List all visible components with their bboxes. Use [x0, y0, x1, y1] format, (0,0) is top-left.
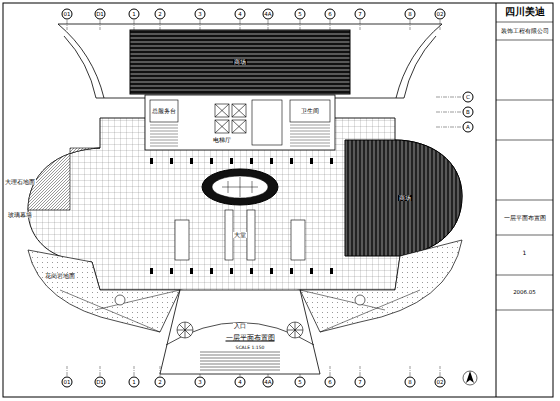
- title-block-text: 1: [523, 250, 527, 257]
- grid-axis-bubble: 8: [405, 9, 416, 20]
- grid-axis-bubble: 7: [355, 9, 366, 20]
- grid-axis-bubble: C: [463, 92, 474, 103]
- title-block-text: 装饰工程有限公司: [501, 28, 549, 34]
- grid-axis-bubble: 01: [62, 9, 73, 20]
- title-block-text: 四川美迪: [505, 7, 545, 18]
- grid-axis-bubble: 4: [235, 9, 246, 20]
- drawing-title: 一层平面布置图: [225, 334, 276, 343]
- grid-axis-bubble: 02: [435, 377, 446, 388]
- title-block-cell: 1: [498, 245, 551, 261]
- room-label: 花岗岩地面: [44, 273, 76, 279]
- grid-axis-bubble: 6: [325, 9, 336, 20]
- room-label: 玻璃幕墙: [7, 212, 33, 218]
- grid-axis-bubble: D1: [95, 377, 106, 388]
- grid-axis-bubble: 4A: [263, 377, 274, 388]
- grid-axis-bubble: 3: [195, 9, 206, 20]
- title-block-cell: 一层平面布置图: [498, 210, 551, 226]
- title-block-cell: 四川美迪: [498, 5, 551, 20]
- grid-axis-bubble: 5: [295, 377, 306, 388]
- grid-axis-bubble: A: [463, 122, 474, 133]
- grid-axis-bubble: 3: [195, 377, 206, 388]
- scale-note: SCALE 1:150: [235, 345, 266, 350]
- grid-axis-bubble: 1: [129, 9, 140, 20]
- title-block-cell: 装饰工程有限公司: [498, 24, 551, 38]
- room-label: 入口: [233, 323, 247, 329]
- room-label: 商场: [233, 59, 247, 65]
- grid-axis-bubble: 1: [129, 377, 140, 388]
- grid-axis-bubble: 2: [155, 9, 166, 20]
- grid-axis-bubble: 4A: [263, 9, 274, 20]
- title-block-cell: 2006.05: [498, 284, 551, 300]
- room-label: 商场: [398, 195, 412, 201]
- grid-axis-bubble: 02: [435, 9, 446, 20]
- title-block-text: 2006.05: [513, 289, 536, 295]
- title-block-text: 一层平面布置图: [504, 215, 546, 222]
- room-label: 电梯厅: [212, 137, 232, 143]
- grid-axis-bubble: 6: [325, 377, 336, 388]
- room-label: 大理石地面: [4, 179, 36, 185]
- grid-axis-bubble: 4: [235, 377, 246, 388]
- grid-axis-bubble: 7: [355, 377, 366, 388]
- room-label: 总服务台: [151, 108, 177, 114]
- grid-axis-bubble: 5: [295, 9, 306, 20]
- grid-axis-bubble: 01: [62, 377, 73, 388]
- grid-axis-bubble: D1: [95, 9, 106, 20]
- room-label: 大堂: [233, 232, 247, 238]
- grid-axis-bubble: 2: [155, 377, 166, 388]
- grid-axis-bubble: 8: [405, 377, 416, 388]
- grid-axis-bubble: B: [463, 107, 474, 118]
- room-label: 卫生间: [300, 108, 320, 114]
